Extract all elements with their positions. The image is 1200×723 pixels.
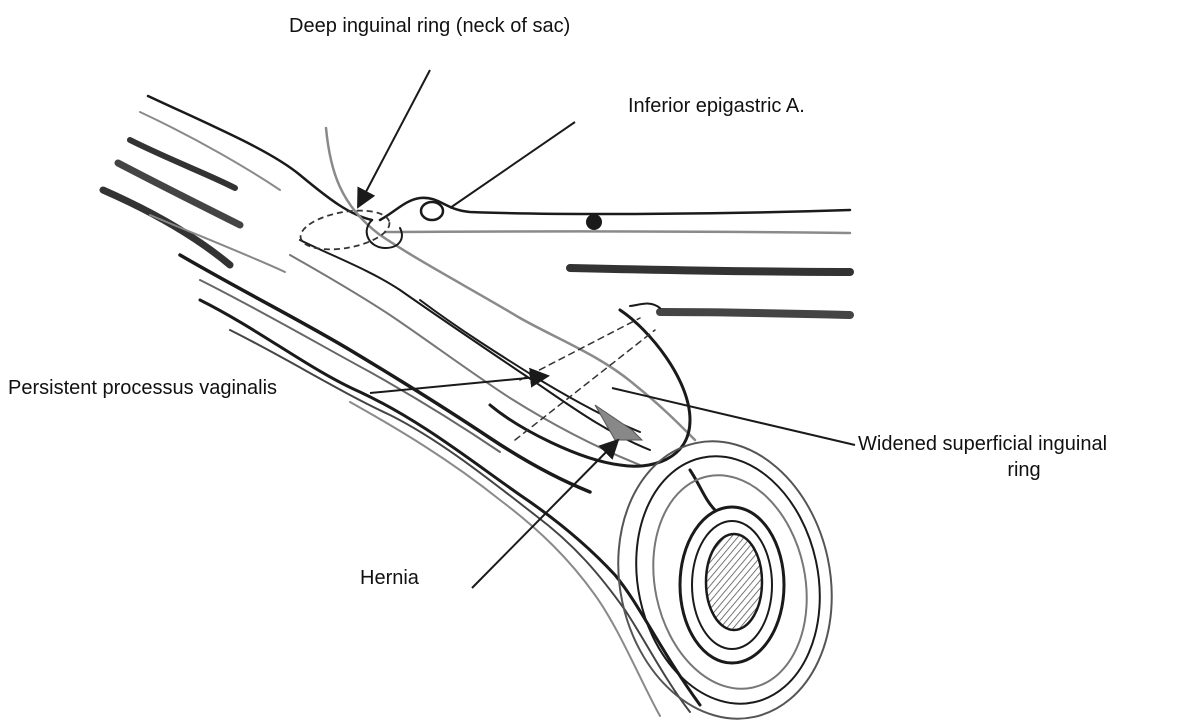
processus-vaginalis-label: Persistent processus vaginalis: [8, 376, 277, 400]
cord-layer-mid-2: [200, 280, 500, 452]
cord-layer-upper-1: [326, 128, 695, 440]
inferior-epigastric-artery: [421, 202, 443, 220]
leader-superficial-ring: [612, 388, 855, 445]
wall-layer-6: [150, 215, 285, 272]
muscle-band-2: [660, 312, 850, 315]
superficial-ring-label-line1: Widened superficial inguinal: [858, 432, 1107, 456]
hernia-direction-arrow: [595, 405, 642, 440]
aponeurosis-edge: [630, 304, 660, 308]
wall-layer-4: [118, 163, 240, 225]
abdominal-wall-layers: [103, 96, 372, 272]
wall-layer-5: [103, 190, 230, 265]
testis: [706, 534, 762, 630]
cord-layer-lower-1: [200, 300, 700, 705]
superficial-ring-label-line2: ring: [858, 458, 1190, 482]
ring-fold: [367, 220, 402, 248]
leader-lines: [358, 70, 855, 588]
inferior-epigastric-label: Inferior epigastric A.: [628, 94, 805, 118]
leader-epigastric: [450, 122, 575, 208]
transversalis-line: [380, 198, 850, 220]
leader-hernia: [472, 440, 618, 588]
wall-layer-1: [148, 96, 372, 220]
cord-layer-lower-2: [230, 330, 690, 712]
leader-deep-ring: [358, 70, 430, 207]
muscle-band-1: [570, 268, 850, 272]
deep-inguinal-ring-label: Deep inguinal ring (neck of sac): [289, 14, 570, 38]
transversalis-line-lower: [385, 231, 850, 233]
vessel-dot: [586, 214, 602, 230]
hernia-label: Hernia: [360, 566, 419, 590]
